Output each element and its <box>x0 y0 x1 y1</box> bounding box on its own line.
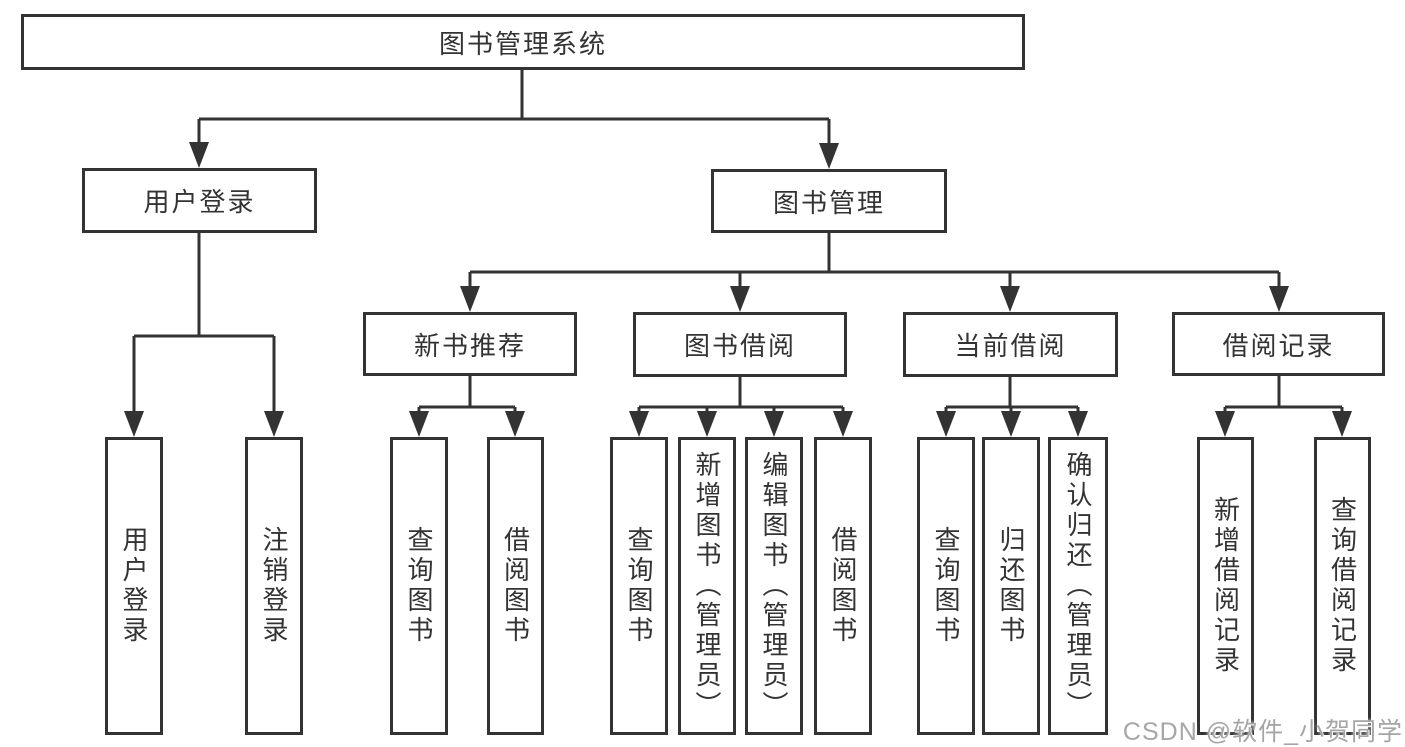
node-label: 借阅记录 <box>1222 330 1335 361</box>
leaf-borrowing-add-books-admin: 新增图书（管理员） <box>678 437 736 735</box>
leaf-current-confirm-return-admin: 确认归还（管理员） <box>1048 437 1108 735</box>
node-library-management-system: 图书管理系统 <box>21 14 1025 70</box>
leaf-label: 查询图书 <box>404 526 434 646</box>
leaf-current-return-books: 归还图书 <box>982 437 1040 735</box>
node-label: 图书管理 <box>772 187 885 218</box>
leaf-label: 查询图书 <box>624 526 654 646</box>
leaf-label: 确认归还（管理员） <box>1063 451 1093 721</box>
leaf-current-query-books: 查询图书 <box>917 437 975 735</box>
node-borrowing-records: 借阅记录 <box>1172 312 1385 376</box>
node-label: 用户登录 <box>143 187 256 217</box>
leaf-label: 查询图书 <box>931 526 961 646</box>
node-user-login: 用户登录 <box>82 168 317 233</box>
leaf-label: 新增图书（管理员） <box>692 451 722 721</box>
leaf-logout: 注销登录 <box>245 437 303 735</box>
leaf-records-add-record: 新增借阅记录 <box>1197 437 1254 735</box>
node-new-book-recommendation: 新书推荐 <box>363 312 577 376</box>
leaf-label: 借阅图书 <box>828 526 858 646</box>
leaf-newbooks-borrow-books: 借阅图书 <box>487 437 544 735</box>
node-label: 新书推荐 <box>413 330 526 361</box>
leaf-label: 借阅图书 <box>500 526 531 646</box>
leaf-label: 编辑图书（管理员） <box>759 451 789 721</box>
leaf-label: 归还图书 <box>996 526 1026 646</box>
leaf-user-login: 用户登录 <box>105 437 163 735</box>
csdn-watermark: CSDN @软件_小贺同学 <box>1122 718 1403 746</box>
node-label: 当前借阅 <box>954 331 1067 361</box>
leaf-records-query-record: 查询借阅记录 <box>1314 437 1371 735</box>
leaf-borrowing-edit-books-admin: 编辑图书（管理员） <box>745 437 803 735</box>
node-label: 图书借阅 <box>683 331 796 361</box>
leaf-newbooks-query-books: 查询图书 <box>390 437 448 735</box>
arrowheads <box>124 142 1352 437</box>
leaf-label: 注销登录 <box>259 526 289 646</box>
leaf-borrowing-borrow-books: 借阅图书 <box>814 437 872 735</box>
leaf-label: 新增借阅记录 <box>1210 496 1241 676</box>
node-label: 图书管理系统 <box>438 28 607 59</box>
leaf-label: 查询借阅记录 <box>1327 496 1358 676</box>
leaf-label: 用户登录 <box>119 526 149 646</box>
node-book-borrowing: 图书借阅 <box>633 312 847 377</box>
node-current-borrowing: 当前借阅 <box>903 312 1118 377</box>
leaf-borrowing-query-books: 查询图书 <box>610 437 668 735</box>
node-book-management: 图书管理 <box>711 169 947 233</box>
